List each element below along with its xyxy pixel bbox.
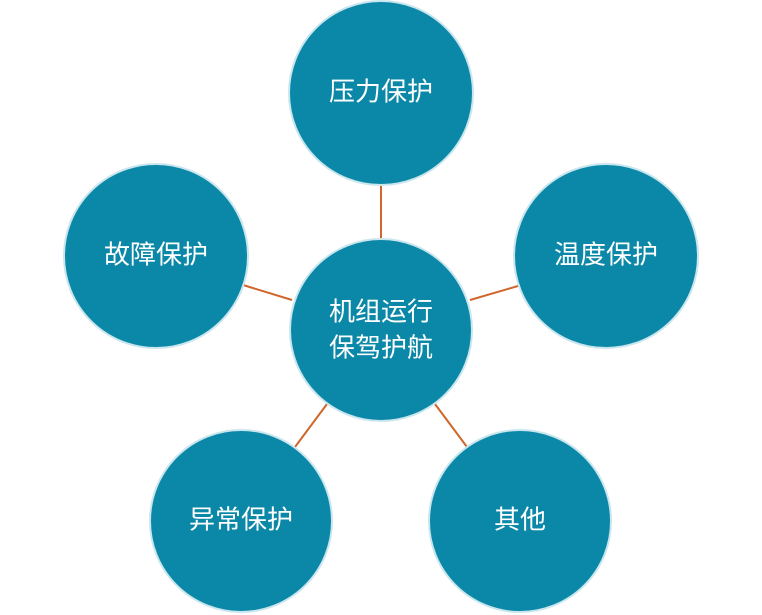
node-pressure: 压力保护 <box>288 0 474 186</box>
connector-fault <box>242 284 293 301</box>
node-other: 其他 <box>428 429 612 613</box>
node-other-label: 其他 <box>494 506 546 536</box>
node-temperature-label: 温度保护 <box>554 241 658 271</box>
node-pressure-circle <box>288 0 474 186</box>
node-abnormal-circle <box>149 429 333 613</box>
connector-abnormal <box>294 403 328 448</box>
connector-other <box>434 403 468 448</box>
connectors <box>242 186 519 448</box>
node-temperature-circle <box>513 163 699 349</box>
node-fault: 故障保护 <box>63 163 249 349</box>
center-label-line1: 机组运行 <box>329 298 433 328</box>
node-other-circle <box>428 429 612 613</box>
node-pressure-label: 压力保护 <box>329 78 433 108</box>
node-fault-circle <box>63 163 249 349</box>
node-center: 机组运行 保驾护航 <box>289 238 473 422</box>
node-fault-label: 故障保护 <box>104 241 208 271</box>
node-temperature: 温度保护 <box>513 163 699 349</box>
center-label-line2: 保驾护航 <box>329 334 433 364</box>
node-center-circle <box>289 238 473 422</box>
node-abnormal-label: 异常保护 <box>189 506 293 536</box>
node-abnormal: 异常保护 <box>149 429 333 613</box>
connector-temperature <box>469 285 519 301</box>
